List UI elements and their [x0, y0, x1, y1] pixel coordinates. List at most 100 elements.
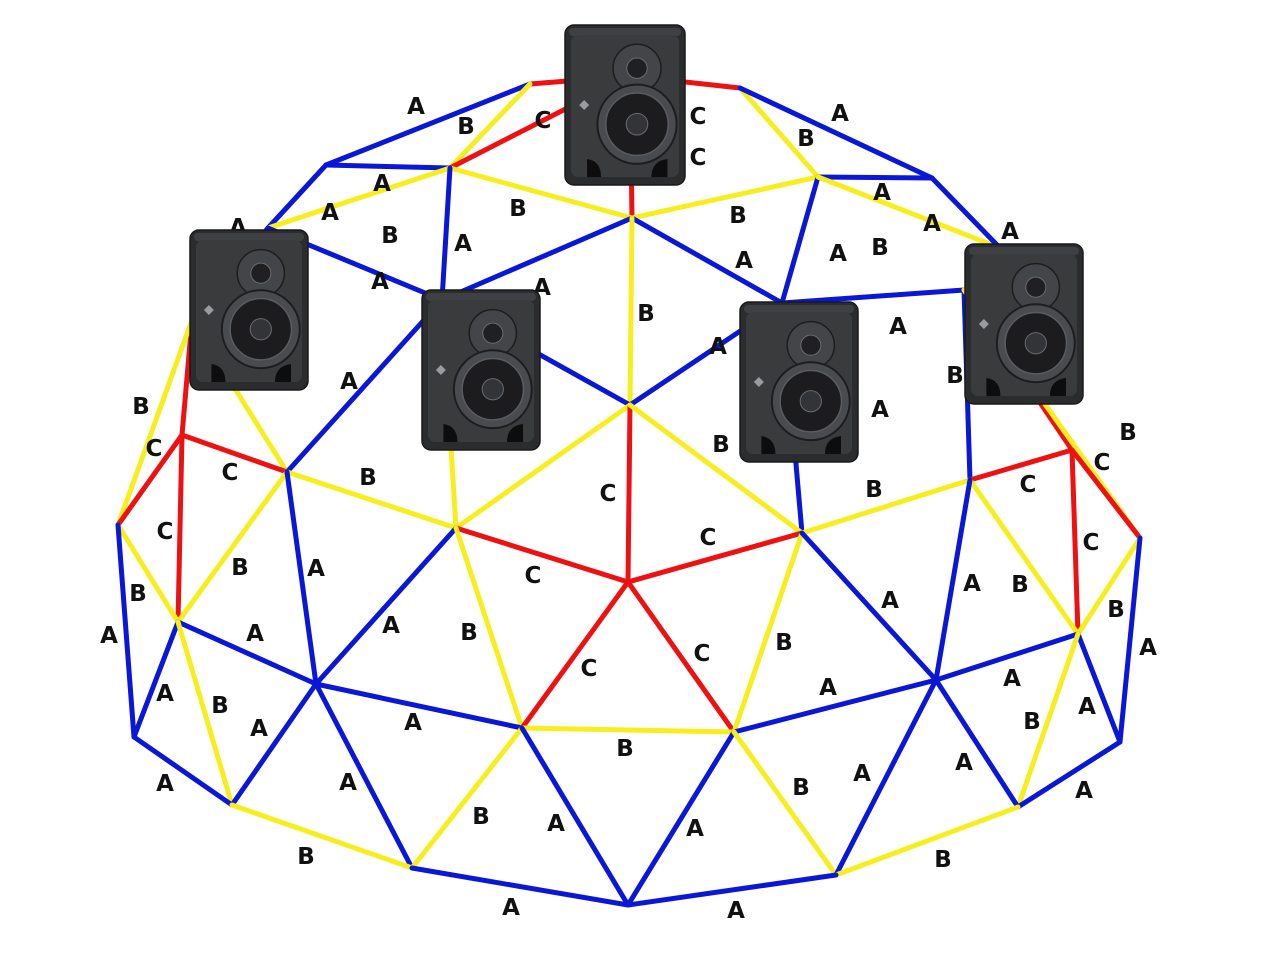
strut-b-73 [1015, 631, 1081, 810]
strut-label-23: B [637, 301, 655, 327]
strut-a-30 [284, 297, 445, 475]
strut-label-72: A [1075, 778, 1093, 804]
strut-label-69: A [853, 761, 871, 787]
strut-a-74 [933, 677, 1021, 810]
strut-c-45 [115, 432, 185, 528]
strut-label-25: A [709, 334, 727, 360]
strut-a-67 [731, 677, 939, 735]
strut-b-52 [1075, 535, 1143, 637]
strut-label-79: A [727, 898, 745, 924]
strut-label-71: B [792, 775, 810, 801]
strut-label-30: B [1119, 420, 1137, 446]
strut-label-36: B [865, 477, 883, 503]
strut-label-50: A [382, 613, 400, 639]
strut-label-76: B [297, 844, 315, 870]
strut-label-40: C [700, 525, 717, 551]
strut-label-7: A [831, 101, 849, 127]
strut-b-70 [175, 619, 235, 808]
strut-b-55 [453, 525, 525, 731]
strut-label-46: B [1011, 572, 1029, 598]
strut-a-77 [519, 725, 631, 908]
strut-b-4 [447, 81, 533, 171]
strut-label-38: C [1094, 450, 1111, 476]
strut-b-14 [265, 165, 453, 231]
strut-c-56 [519, 579, 631, 731]
strut-label-15: A [1001, 219, 1019, 245]
strut-b-19 [815, 174, 1003, 251]
strut-label-18: A [735, 248, 753, 274]
strut-label-5: C [690, 145, 707, 171]
strut-a-53 [284, 469, 319, 687]
strut-b-83 [229, 802, 415, 871]
strut-label-39: C [157, 519, 174, 545]
strut-label-68: A [339, 770, 357, 796]
strut-label-35: B [712, 432, 730, 458]
strut-label-78: A [502, 895, 520, 921]
strut-label-28: B [132, 394, 150, 420]
strut-a-81 [131, 734, 235, 808]
strut-c-38 [179, 432, 290, 475]
strut-b-33 [453, 402, 633, 531]
strut-label-20: B [871, 235, 889, 261]
strut-label-77: B [934, 847, 952, 873]
strut-a-10 [265, 162, 329, 231]
strut-a-20 [929, 175, 1003, 251]
strut-a-65 [313, 681, 525, 731]
strut-label-55: A [1139, 635, 1157, 661]
strut-a-63 [1117, 535, 1143, 745]
strut-label-66: B [616, 736, 634, 762]
strut-label-4: C [690, 104, 707, 130]
strut-b-76 [409, 725, 525, 871]
strut-label-11: B [509, 196, 527, 222]
strut-label-44: C [525, 563, 542, 589]
strut-c-57 [625, 579, 737, 735]
strut-a-22 [779, 287, 967, 306]
strut-label-31: C [146, 436, 163, 462]
strut-label-26: A [340, 369, 358, 395]
strut-c-34 [625, 402, 633, 585]
strut-a-71 [229, 681, 319, 808]
strut-a-17 [629, 215, 785, 306]
strut-b-58 [731, 530, 805, 735]
strut-layer [115, 73, 1143, 908]
strut-a-72 [1075, 631, 1123, 745]
strut-a-18 [779, 174, 821, 306]
strut-label-29: A [871, 397, 889, 423]
strut-label-52: A [246, 621, 264, 647]
strut-a-8 [737, 85, 935, 181]
strut-a-82 [1015, 739, 1123, 810]
strut-a-69 [131, 619, 181, 740]
strut-label-57: C [581, 656, 598, 682]
strut-label-21: A [371, 269, 389, 295]
strut-a-78 [625, 729, 737, 908]
strut-label-8: A [373, 171, 391, 197]
strut-label-13: A [873, 180, 891, 206]
strut-label-19: A [829, 241, 847, 267]
strut-label-1: A [407, 94, 425, 120]
strut-b-23 [627, 215, 635, 408]
strut-a-80 [833, 677, 939, 878]
strut-label-27: B [946, 363, 964, 389]
strut-label-58: A [156, 681, 174, 707]
strut-label-56: C [694, 641, 711, 667]
strut-label-47: B [129, 581, 147, 607]
strut-label-49: B [1107, 597, 1125, 623]
strut-label-53: A [100, 623, 118, 649]
strut-a-9 [323, 162, 453, 171]
strut-label-65: B [1023, 709, 1041, 735]
strut-label-32: C [222, 460, 239, 486]
strut-label-6: B [797, 126, 815, 152]
strut-a-75 [313, 681, 415, 871]
strut-label-54: B [775, 630, 793, 656]
strut-label-62: A [1078, 694, 1096, 720]
strut-a-64 [175, 619, 319, 687]
strut-b-35 [627, 402, 805, 536]
strut-label-2: B [457, 114, 475, 140]
strut-a-15 [439, 165, 453, 303]
strut-a-13 [815, 174, 935, 181]
speaker-layer [189, 24, 1084, 463]
strut-label-12: B [729, 203, 747, 229]
strut-label-42: B [231, 555, 249, 581]
strut-b-66 [519, 725, 737, 735]
